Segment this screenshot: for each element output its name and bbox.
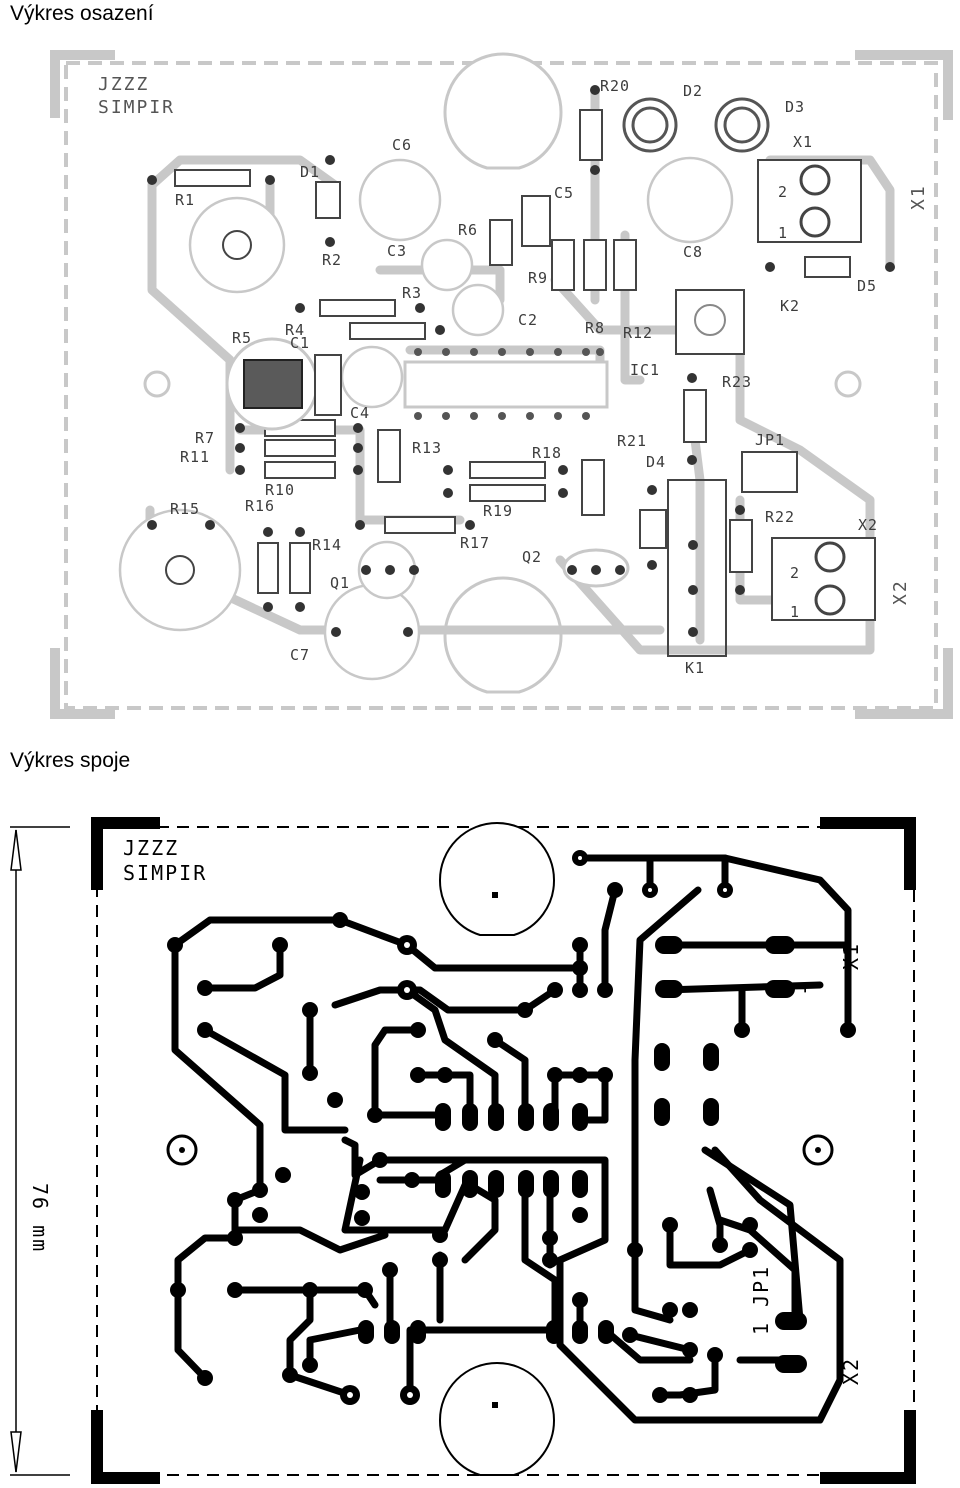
label-r3: R3: [402, 284, 422, 302]
label-c1: C1: [290, 334, 310, 352]
copper-hole-centers: [492, 892, 498, 1408]
label-r4: R4: [285, 321, 305, 339]
copper-drill-holes: [347, 856, 727, 1398]
x2-pin-1: 1: [790, 603, 800, 621]
jp1-header: [741, 451, 798, 493]
label-c3: C3: [387, 242, 407, 260]
copper-pads-round: [167, 850, 856, 1405]
label-k1: K1: [685, 659, 705, 677]
pin-labels: 2 1 2 1: [778, 183, 800, 621]
led-bodies: [622, 97, 770, 153]
ic1-body: [403, 360, 609, 409]
label-d1: D1: [300, 163, 320, 181]
board-outline: [64, 61, 938, 710]
diode-bodies: [315, 181, 851, 549]
copper-corner-marks: [91, 817, 916, 1484]
x2-pin-2: 2: [790, 564, 800, 582]
trimmer-inner: [165, 230, 252, 585]
copper-x2-label: X2: [839, 1357, 863, 1385]
label-q2: Q2: [522, 548, 542, 566]
x1-pin-1: 1: [778, 224, 788, 242]
mounting-holes: [143, 52, 862, 694]
copper-mounting-holes: [438, 822, 556, 1476]
copper-drawing-title: Výkres spoje: [10, 749, 131, 772]
label-r18: R18: [532, 444, 562, 462]
label-r7: R7: [195, 429, 215, 447]
dimension-label: 76 mm: [28, 1183, 52, 1253]
terminal-screws: [799, 164, 846, 616]
assembly-drawing: JZZZ SIMPIR: [50, 50, 953, 719]
assembly-drawing-title: Výkres osazení: [10, 2, 154, 25]
copper-jp1-label: 1 JP1: [749, 1265, 773, 1335]
label-r15: R15: [170, 500, 200, 518]
label-r17: R17: [460, 534, 490, 552]
copper-x1-pin1: 1: [787, 981, 811, 995]
copper-x1-label: X1: [839, 942, 863, 970]
board-code: JZZZ: [98, 74, 149, 95]
label-jp1: JP1: [755, 431, 785, 449]
label-r12: R12: [623, 324, 653, 342]
x1-pin-2: 2: [778, 183, 788, 201]
label-d2: D2: [683, 82, 703, 100]
pads: [147, 85, 895, 637]
copper-board-code: JZZZ: [123, 836, 179, 860]
label-c8: C8: [683, 243, 703, 261]
copper-side-hole-dots: [179, 1147, 821, 1153]
label-c4: C4: [350, 404, 370, 422]
label-r21: R21: [617, 432, 647, 450]
label-r2: R2: [322, 251, 342, 269]
label-r8: R8: [585, 319, 605, 337]
label-r11: R11: [180, 448, 210, 466]
label-d3: D3: [785, 98, 805, 116]
label-r23: R23: [722, 373, 752, 391]
k1-relay: [667, 479, 727, 657]
label-c5: C5: [554, 184, 574, 202]
label-r16: R16: [245, 497, 275, 515]
x2-mirrored: X2: [890, 579, 911, 605]
label-r6: R6: [458, 221, 478, 239]
c1-capacitor: [314, 354, 342, 416]
x1-mirrored: X1: [908, 184, 929, 210]
label-x1: X1: [793, 133, 813, 151]
r5-sensor: [243, 359, 303, 409]
label-ic1: IC1: [630, 361, 660, 379]
resistor-bodies: [174, 109, 753, 594]
label-r19: R19: [483, 502, 513, 520]
label-d4: D4: [646, 453, 666, 471]
label-r10: R10: [265, 481, 295, 499]
label-r13: R13: [412, 439, 442, 457]
dimension-line: [10, 826, 70, 1476]
k2-button-knob: [694, 304, 726, 336]
label-c6: C6: [392, 136, 412, 154]
label-q1: Q1: [330, 574, 350, 592]
label-x2: X2: [858, 516, 878, 534]
label-r20: R20: [600, 77, 630, 95]
label-c2: C2: [518, 311, 538, 329]
corner-marks: [50, 50, 953, 719]
label-r5: R5: [232, 329, 252, 347]
ic1-pins: [414, 348, 604, 420]
copper-pads-oval: [358, 936, 807, 1373]
label-c7: C7: [290, 646, 310, 664]
board-name: SIMPIR: [98, 97, 175, 118]
label-d5: D5: [857, 277, 877, 295]
label-r1: R1: [175, 191, 195, 209]
capacitor-bodies: [323, 156, 734, 681]
label-k2: K2: [780, 297, 800, 315]
copper-board-name: SIMPIR: [123, 861, 207, 885]
c5-capacitor: [521, 195, 551, 247]
label-r22: R22: [765, 508, 795, 526]
label-r9: R9: [528, 269, 548, 287]
component-labels: R20 D2 D3 X1 C6 D1 C5 R1 R6 C8 R2 C3 R9 …: [170, 77, 878, 677]
label-r14: R14: [312, 536, 342, 554]
